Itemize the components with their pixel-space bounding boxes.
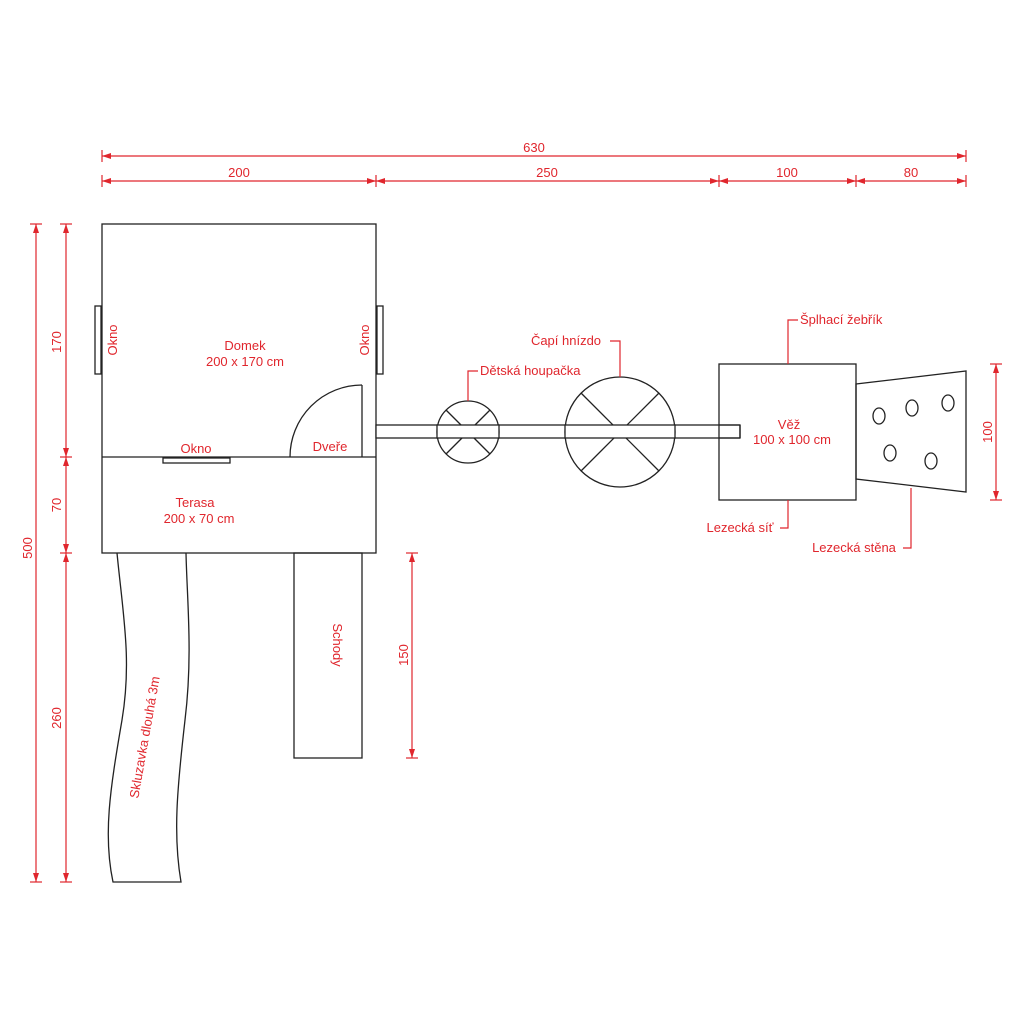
- dim-stairs-length-label: 150: [396, 644, 411, 666]
- dim-beam-length-label: 250: [536, 165, 558, 180]
- door-swing-arc: [289, 384, 363, 458]
- stork-nest-label: Čapí hnízdo: [531, 333, 601, 348]
- dim-wall-width-label: 80: [904, 165, 918, 180]
- dim-total-depth: 500: [20, 223, 42, 883]
- dim-segments: 200 250 100 80: [101, 165, 967, 187]
- dim-total-depth-label: 500: [20, 537, 35, 559]
- dim-slide-depth-label: 260: [49, 707, 64, 729]
- house-size-label: 200 x 170 cm: [206, 354, 284, 369]
- dim-stairs-length: 150: [396, 552, 418, 759]
- window-left: [94, 305, 102, 375]
- window-left-label: Okno: [105, 324, 120, 355]
- climbing-holds: [872, 394, 955, 470]
- kids-swing-shape: [436, 400, 500, 464]
- slide-label: Skluzavka dlouhá 3m: [126, 675, 162, 799]
- climbing-wall-label: Lezecká stěna: [812, 540, 897, 555]
- dim-wall-height: 100: [980, 363, 1002, 501]
- dim-house-width-label: 200: [228, 165, 250, 180]
- stork-nest-leader: [610, 340, 621, 377]
- dim-house-depth-label: 170: [49, 331, 64, 353]
- stairs-label: Schody: [330, 623, 345, 667]
- slide-shape: [107, 552, 190, 883]
- dim-depth-segments: 170 70 260: [49, 223, 72, 883]
- dim-total-width: 630: [101, 140, 967, 162]
- door-label: Dveře: [313, 439, 348, 454]
- kids-swing-label: Dětská houpačka: [480, 363, 581, 378]
- net-leader: [780, 500, 789, 529]
- dim-total-width-label: 630: [523, 140, 545, 155]
- stork-nest-shape: [564, 376, 676, 488]
- terrace-size-label: 200 x 70 cm: [164, 511, 235, 526]
- dim-tower-width-label: 100: [776, 165, 798, 180]
- wall-leader: [903, 488, 912, 549]
- dim-wall-height-label: 100: [980, 421, 995, 443]
- climbing-wall-shape: [855, 370, 967, 493]
- window-right-label: Okno: [357, 324, 372, 355]
- window-right: [376, 305, 384, 375]
- ladder-leader: [787, 319, 798, 364]
- house-terrace-outline: [101, 223, 377, 554]
- tower-name-label: Věž: [778, 417, 800, 432]
- window-bottom-label: Okno: [180, 441, 211, 456]
- swing-beam: [375, 424, 741, 439]
- kids-swing-leader: [467, 370, 478, 401]
- climbing-ladder-label: Šplhací žebřík: [800, 312, 883, 327]
- window-bottom: [162, 457, 231, 464]
- climbing-net-label: Lezecká síť: [706, 520, 773, 535]
- house-name-label: Domek: [224, 338, 266, 353]
- dim-terrace-depth-label: 70: [49, 498, 64, 512]
- tower-size-label: 100 x 100 cm: [753, 432, 831, 447]
- terrace-name-label: Terasa: [175, 495, 215, 510]
- stairs-shape: [293, 552, 363, 759]
